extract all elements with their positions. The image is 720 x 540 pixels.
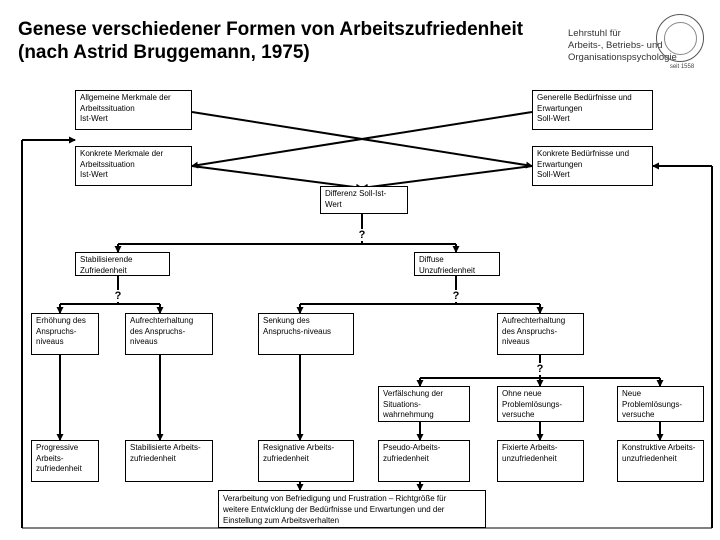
box-line: Einstellung zum Arbeitsverhalten [223, 516, 340, 525]
box-line: niveaus [130, 337, 158, 346]
box-line: niveaus [502, 337, 530, 346]
box-line: Stabilisierende [80, 255, 133, 264]
university-seal-icon [656, 14, 704, 62]
box-line: Senkung des [263, 316, 310, 325]
box-line: Erwartungen [537, 159, 583, 169]
box-line: zufriedenheit [130, 453, 176, 463]
box-line: Differenz Soll-Ist- [325, 189, 387, 198]
decision-q3: ? [452, 290, 460, 302]
box-line: versuche [622, 410, 655, 419]
box-stabilisierende-zufriedenheit: Stabilisierende Zufriedenheit [75, 252, 170, 276]
box-line: Anspruchs- [36, 326, 77, 336]
box-line: Verfälschung der [383, 389, 444, 398]
box-line: Fixierte Arbeits- [502, 443, 558, 452]
box-line: Ist-Wert [80, 114, 108, 123]
box-line: Erwartungen [537, 103, 583, 113]
box-line: Zufriedenheit [80, 265, 127, 275]
box-stabilisierte: Stabilisierte Arbeits- zufriedenheit [125, 440, 213, 482]
box-pseudo: Pseudo-Arbeits- zufriedenheit [378, 440, 470, 482]
box-line: Pseudo-Arbeits- [383, 443, 441, 452]
box-line: Ohne neue [502, 389, 542, 398]
org-line-1: Lehrstuhl für [568, 28, 621, 39]
box-line: niveaus [36, 337, 64, 346]
box-line: Allgemeine Merkmale der [80, 93, 171, 102]
box-line: Anspruchs-niveaus [263, 326, 332, 336]
org-line-3: Organisationspsychologie [568, 52, 677, 63]
box-line: unzufriedenheit [622, 453, 677, 463]
box-line: Konstruktive Arbeits- [622, 443, 696, 452]
box-line: des Anspruchs- [502, 326, 558, 336]
box-line: wahrnehmung [383, 410, 434, 419]
box-neue-problemloesung: Neue Problemlösungs- versuche [617, 386, 704, 422]
box-generelle-beduerfnisse: Generelle Bedürfnisse und Erwartungen So… [532, 90, 653, 130]
box-allgemeine-merkmale: Allgemeine Merkmale der Arbeitssituation… [75, 90, 192, 130]
box-line: Arbeitssituation [80, 103, 135, 113]
box-senkung: Senkung des Anspruchs-niveaus [258, 313, 354, 355]
box-line: Aufrechterhaltung [502, 316, 566, 325]
decision-q4: ? [536, 363, 544, 375]
box-line: Stabilisierte Arbeits- [130, 443, 201, 452]
box-konkrete-merkmale: Konkrete Merkmale der Arbeitssituation I… [75, 146, 192, 186]
decision-q2: ? [114, 290, 122, 302]
box-line: Soll-Wert [537, 170, 570, 179]
box-line: zufriedenheit [383, 453, 429, 463]
box-aufrechterhaltung-2: Aufrechterhaltung des Anspruchs- niveaus [497, 313, 584, 355]
box-line: Situations- [383, 399, 421, 409]
chair-name: Lehrstuhl für Arbeits-, Betriebs- und Or… [568, 28, 677, 64]
box-line: Problemlösungs- [622, 399, 683, 409]
page-title: Genese verschiedener Formen von Arbeitsz… [18, 19, 524, 63]
box-aufrechterhaltung-1: Aufrechterhaltung des Anspruchs- niveaus [125, 313, 213, 355]
box-ohne-neue-problemloesung: Ohne neue Problemlösungs- versuche [497, 386, 584, 422]
box-line: des Anspruchs- [130, 326, 186, 336]
box-line: Aufrechterhaltung [130, 316, 194, 325]
box-line: unzufriedenheit [502, 453, 557, 463]
box-line: Diffuse [419, 255, 444, 264]
box-konkrete-beduerfnisse: Konkrete Bedürfnisse und Erwartungen Sol… [532, 146, 653, 186]
box-line: Wert [325, 199, 342, 209]
box-erhoehung: Erhöhung des Anspruchs- niveaus [31, 313, 99, 355]
box-line: Konkrete Merkmale der [80, 149, 164, 158]
decision-q1: ? [358, 229, 366, 241]
box-konstruktive: Konstruktive Arbeits- unzufriedenheit [617, 440, 704, 482]
box-resignative: Resignative Arbeits- zufriedenheit [258, 440, 354, 482]
box-line: Problemlösungs- [502, 399, 563, 409]
box-progressive: Progressive Arbeits- zufriedenheit [31, 440, 99, 482]
box-verarbeitung: Verarbeitung von Befriedigung und Frustr… [218, 490, 486, 528]
seal-year: seit 1558 [669, 64, 695, 70]
box-fixierte: Fixierte Arbeits- unzufriedenheit [497, 440, 584, 482]
box-line: weitere Entwicklung der Bedürfnisse und … [223, 505, 445, 514]
box-line: Konkrete Bedürfnisse und [537, 149, 630, 158]
box-line: Verarbeitung von Befriedigung und Frustr… [223, 494, 447, 503]
arrow-konkret-left [191, 165, 363, 191]
box-line: Soll-Wert [537, 114, 570, 123]
box-line: Resignative Arbeits- [263, 443, 335, 452]
box-line: Progressive [36, 443, 79, 452]
org-line-2: Arbeits-, Betriebs- und [568, 40, 663, 51]
cross-line-b [191, 111, 533, 169]
box-line: Neue [622, 389, 642, 398]
box-line: Unzufriedenheit [419, 265, 476, 275]
box-line: zufriedenheit [36, 464, 82, 473]
box-verfaelschung: Verfälschung der Situations- wahrnehmung [378, 386, 470, 422]
box-line: Arbeits- [36, 453, 64, 463]
box-line: Generelle Bedürfnisse und [537, 93, 632, 102]
box-differenz: Differenz Soll-Ist- Wert [320, 186, 408, 214]
box-line: versuche [502, 410, 535, 419]
box-line: Arbeitssituation [80, 159, 135, 169]
box-line: Erhöhung des [36, 316, 86, 325]
arrow-konkret-right [361, 165, 533, 191]
box-line: Ist-Wert [80, 170, 108, 179]
box-line: zufriedenheit [263, 453, 309, 463]
box-diffuse-unzufriedenheit: Diffuse Unzufriedenheit [414, 252, 500, 276]
